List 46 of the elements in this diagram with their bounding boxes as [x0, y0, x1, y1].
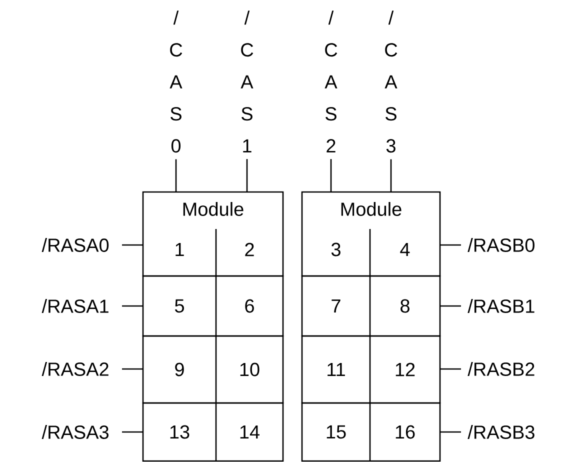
- module-number: 12: [396, 362, 415, 376]
- connector-line: [122, 431, 143, 433]
- signal-label: /RASA0: [42, 238, 109, 252]
- module-number: 13: [170, 425, 190, 439]
- module-number: 10: [240, 362, 260, 376]
- module-number: 11: [328, 362, 345, 376]
- module-number: 14: [240, 425, 260, 439]
- connector-line: [122, 305, 143, 307]
- connector-line: [440, 244, 461, 246]
- module-number: 4: [400, 242, 410, 256]
- signal-label: /RASB0: [468, 238, 534, 252]
- signal-label: / C A S 0: [170, 10, 182, 153]
- signal-label: /RASA3: [42, 425, 108, 439]
- module-box: [142, 335, 284, 404]
- signal-label: /RASA1: [42, 299, 108, 313]
- module-number: 6: [245, 299, 254, 313]
- module-number: 2: [245, 242, 254, 256]
- signal-label: / C A S 1: [240, 10, 254, 152]
- module-box: [142, 402, 284, 462]
- signal-label: /RASB3: [468, 425, 534, 439]
- module-box: [301, 335, 441, 404]
- connector-line: [246, 159, 248, 192]
- module-number: 8: [400, 299, 410, 313]
- connector-line: [440, 305, 461, 307]
- connector-line: [390, 159, 392, 192]
- module-number: 5: [174, 299, 184, 313]
- signal-label: / C A S 3: [384, 10, 398, 153]
- module-number: 3: [331, 242, 340, 256]
- connector-line: [175, 159, 177, 192]
- module-number: 1: [176, 242, 184, 256]
- module-number: 15: [326, 425, 346, 439]
- signal-label: /RASA2: [42, 362, 108, 376]
- module-box: [301, 402, 441, 462]
- module-number: 7: [332, 299, 340, 313]
- signal-label: / C A S 2: [324, 10, 338, 152]
- module-box: [142, 275, 284, 337]
- module-number: 9: [175, 362, 184, 376]
- connector-line: [440, 368, 461, 370]
- signal-label: /RASB1: [468, 299, 534, 313]
- connector-line: [440, 431, 461, 433]
- connector-line: [330, 159, 332, 192]
- module-number: 16: [396, 425, 415, 439]
- connector-line: [122, 368, 143, 370]
- module-box: [301, 275, 441, 337]
- signal-label: /RASB2: [468, 362, 534, 376]
- connector-line: [122, 244, 143, 246]
